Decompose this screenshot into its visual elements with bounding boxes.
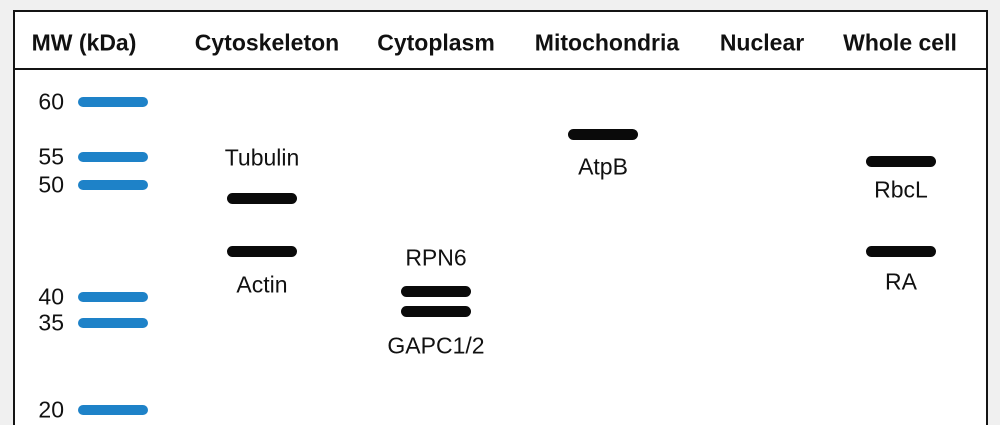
mw-label-60: 60 bbox=[38, 88, 64, 115]
protein-label-actin: Actin bbox=[236, 271, 288, 298]
marker-band-50 bbox=[78, 180, 148, 190]
protein-label-ra: RA bbox=[885, 268, 917, 295]
protein-label-rpn6: RPN6 bbox=[405, 244, 467, 271]
protein-label-tubulin: Tubulin bbox=[224, 144, 300, 171]
lane-header-mitochondria: Mitochondria bbox=[534, 29, 680, 56]
protein-band-tubulin bbox=[227, 192, 297, 204]
protein-band-rpn6 bbox=[401, 285, 471, 297]
lane-header-nuclear: Nuclear bbox=[719, 29, 805, 56]
marker-band-55 bbox=[78, 152, 148, 162]
protein-band-ra bbox=[866, 245, 936, 257]
marker-band-60 bbox=[78, 97, 148, 107]
mw-label-50: 50 bbox=[38, 171, 64, 198]
lane-header-mw: MW (kDa) bbox=[31, 29, 137, 56]
marker-band-40 bbox=[78, 292, 148, 302]
lane-header-cytoplasm: Cytoplasm bbox=[377, 29, 495, 56]
protein-label-gapc1-2: GAPC1/2 bbox=[387, 332, 485, 359]
marker-band-35 bbox=[78, 318, 148, 328]
blot-panel bbox=[13, 10, 988, 425]
lane-header-cytoskeleton: Cytoskeleton bbox=[194, 29, 340, 56]
mw-label-55: 55 bbox=[38, 143, 64, 170]
lane-header-whole-cell: Whole cell bbox=[843, 29, 957, 56]
protein-band-actin bbox=[227, 245, 297, 257]
protein-label-atpb: AtpB bbox=[578, 153, 628, 180]
protein-band-atpb bbox=[568, 128, 638, 140]
header-divider bbox=[15, 68, 986, 70]
mw-label-35: 35 bbox=[38, 309, 64, 336]
protein-band-rbcl bbox=[866, 155, 936, 167]
protein-label-rbcl: RbcL bbox=[874, 176, 928, 203]
mw-label-40: 40 bbox=[38, 283, 64, 310]
protein-band-gapc1-2 bbox=[401, 305, 471, 317]
mw-label-20: 20 bbox=[38, 396, 64, 423]
marker-band-20 bbox=[78, 405, 148, 415]
